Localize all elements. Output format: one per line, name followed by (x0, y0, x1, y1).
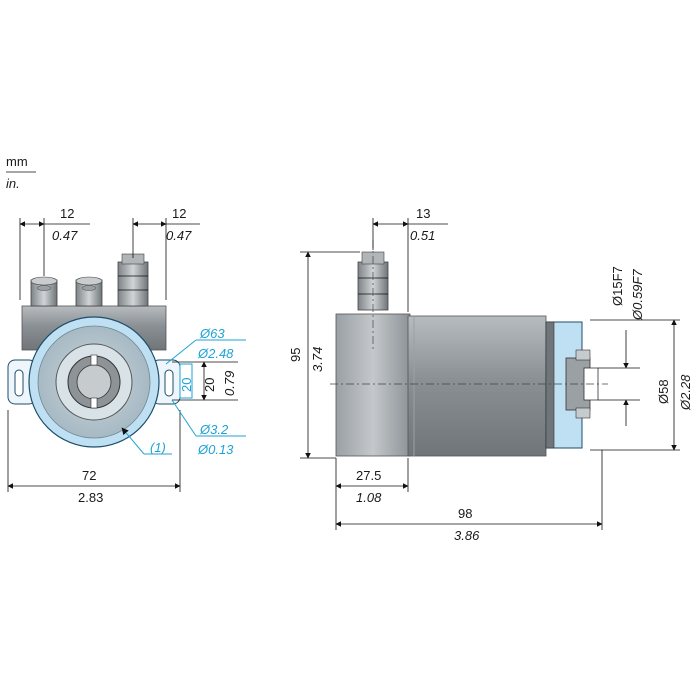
dim-connector-offset-right-in: 0.47 (166, 228, 192, 243)
dim-hole-diameter-in: Ø0.13 (197, 442, 234, 457)
dim-connector-offset-left-mm: 12 (60, 206, 74, 221)
dim-height-in: 3.74 (310, 347, 325, 372)
dim-height-mm: 95 (288, 348, 303, 362)
side-view: 13 0.51 95 3.74 27.5 1.08 98 3.86 Ø15F7 … (288, 206, 693, 543)
slot-width-box (179, 363, 193, 399)
dim-body-diameter-mm: Ø63 (199, 326, 225, 341)
dim-connector-offset-right-mm: 12 (172, 206, 186, 221)
front-view: 12 0.47 12 0.47 72 2.83 20 0.79 20 Ø63 Ø… (7, 206, 246, 505)
unit-inch: in. (6, 176, 20, 191)
dim-slot-spacing-mm: 20 (202, 378, 217, 392)
dim-flange-diameter-in: Ø2.28 (678, 374, 693, 411)
dim-side-connector-offset-mm: 13 (416, 206, 430, 221)
unit-mm: mm (6, 154, 28, 169)
note-reference: (1) (150, 440, 166, 455)
side-collar (335, 313, 411, 457)
dim-total-length-mm: 98 (458, 506, 472, 521)
dim-side-connector-offset-in: 0.51 (410, 228, 435, 243)
dim-slot-width-mm: 20 (179, 378, 194, 392)
dim-connector-offset-left-in: 0.47 (52, 228, 78, 243)
dim-collar-length-in: 1.08 (356, 490, 382, 505)
dim-body-diameter-in: Ø2.48 (197, 346, 234, 361)
side-main-body (407, 315, 547, 457)
units-legend: mm in. (6, 154, 36, 191)
dim-shaft-diameter-in: Ø0.59F7 (630, 269, 645, 321)
dim-collar-length-mm: 27.5 (356, 468, 381, 483)
dim-width-in: 2.83 (78, 490, 103, 505)
dim-total-length-in: 3.86 (454, 528, 480, 543)
connector-left (30, 276, 58, 307)
dim-slot-spacing-in: 0.79 (222, 371, 237, 396)
dim-flange-diameter-mm: Ø58 (656, 379, 671, 404)
connector-right (117, 253, 149, 307)
side-connector (357, 251, 389, 311)
dim-shaft-diameter-mm: Ø15F7 (610, 266, 625, 306)
dim-width-mm: 72 (82, 468, 96, 483)
connector-center (75, 276, 103, 307)
dim-hole-diameter-mm: Ø3.2 (199, 422, 229, 437)
